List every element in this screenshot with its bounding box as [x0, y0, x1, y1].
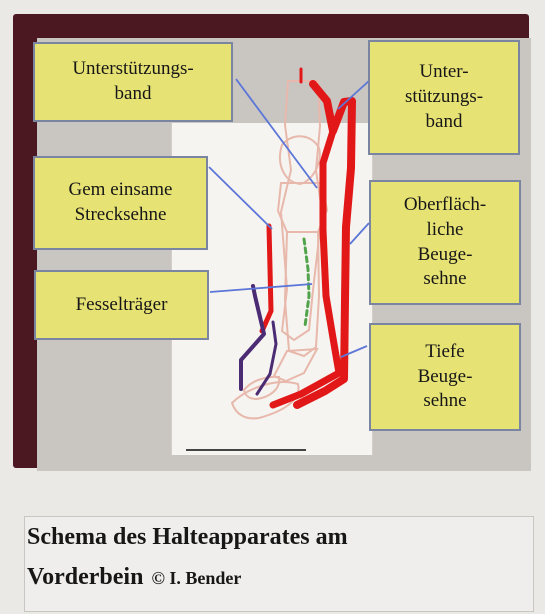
label-left-bottom: Fesselträger: [34, 270, 209, 340]
label-left-middle: Gem einsame Strecksehne: [33, 156, 208, 250]
label-right-middle: Oberfläch- liche Beuge- sehne: [369, 180, 521, 305]
caption-box: Schema des Halteapparates am Vorderbein ©…: [24, 516, 534, 612]
caption-title-line-1: Schema des Halteapparates am: [27, 525, 348, 549]
label-right-top: Unter- stützungs- band: [368, 40, 520, 155]
caption-credit: © I. Bender: [151, 568, 241, 588]
caption-title-line-2: Vorderbein © I. Bender: [27, 565, 241, 589]
label-right-bottom: Tiefe Beuge- sehne: [369, 323, 521, 431]
label-left-top: Unterstützungs- band: [33, 42, 233, 122]
caption-title-part-2: Vorderbein: [27, 564, 143, 590]
